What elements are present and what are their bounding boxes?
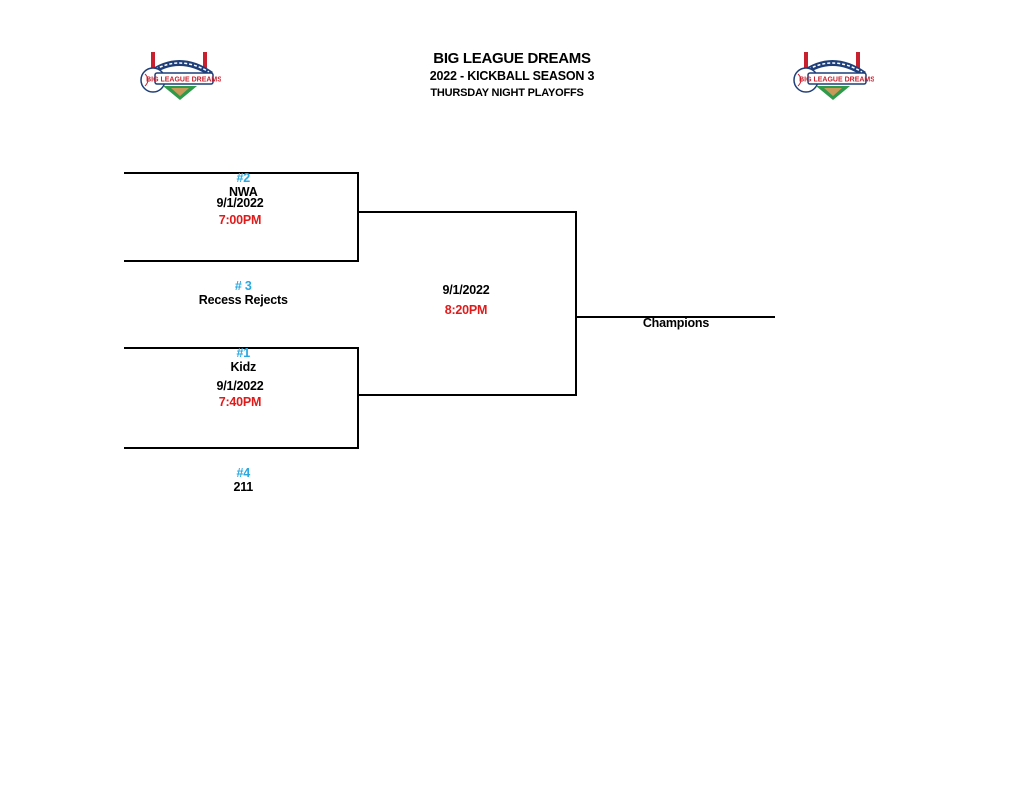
bracket-line-champion	[575, 316, 775, 318]
bracket-line-final-top	[357, 211, 577, 213]
bracket-line-game1-vertical	[357, 172, 359, 262]
team-name: Recess Rejects	[198, 293, 288, 307]
logo-stadium-icon: BIG LEAGUE DREAMS	[140, 52, 221, 100]
bracket-line-game1-top	[124, 172, 359, 174]
team-seed: # 3	[234, 279, 252, 293]
bracket-line-game1-bottom	[124, 260, 359, 262]
final-time: 8:20PM	[444, 303, 488, 317]
svg-text:BIG LEAGUE DREAMS: BIG LEAGUE DREAMS	[146, 77, 221, 84]
team-label-game1-bottom: # 3 Recess Rejects	[140, 265, 340, 307]
bracket-line-game2-vertical	[357, 347, 359, 449]
event-title: THURSDAY NIGHT PLAYOFFS	[430, 87, 584, 99]
page-subtitle: 2022 - KICKBALL SEASON 3	[429, 69, 595, 83]
bracket-line-game2-top	[124, 347, 359, 349]
champion-label: Champions	[642, 316, 710, 330]
bracket-line-game2-bottom	[124, 447, 359, 449]
page-title: BIG LEAGUE DREAMS	[433, 50, 591, 67]
bracket-line-final-bottom	[357, 394, 577, 396]
team-label-game2-bottom: #4 211	[140, 452, 340, 494]
game2-time: 7:40PM	[218, 395, 262, 409]
game1-time: 7:00PM	[218, 213, 262, 227]
team-name: Kidz	[230, 360, 257, 374]
svg-text:BIG LEAGUE DREAMS: BIG LEAGUE DREAMS	[799, 77, 874, 84]
league-logo-right: BIG LEAGUE DREAMS	[793, 52, 874, 100]
team-label-game2-top: #1 Kidz	[140, 332, 340, 374]
logo-stadium-icon: BIG LEAGUE DREAMS	[793, 52, 874, 100]
team-seed: #1	[236, 346, 251, 360]
bracket-line-final-vertical	[575, 211, 577, 396]
final-date: 9/1/2022	[442, 283, 490, 297]
game1-date: 9/1/2022	[216, 196, 264, 210]
team-name: 211	[233, 480, 254, 494]
team-name: NWA	[228, 185, 258, 199]
team-seed: #2	[236, 171, 251, 185]
game2-date: 9/1/2022	[216, 379, 264, 393]
team-seed: #4	[236, 466, 251, 480]
team-label-game1-top: #2 NWA	[140, 157, 340, 199]
league-logo-left: BIG LEAGUE DREAMS	[140, 52, 221, 100]
